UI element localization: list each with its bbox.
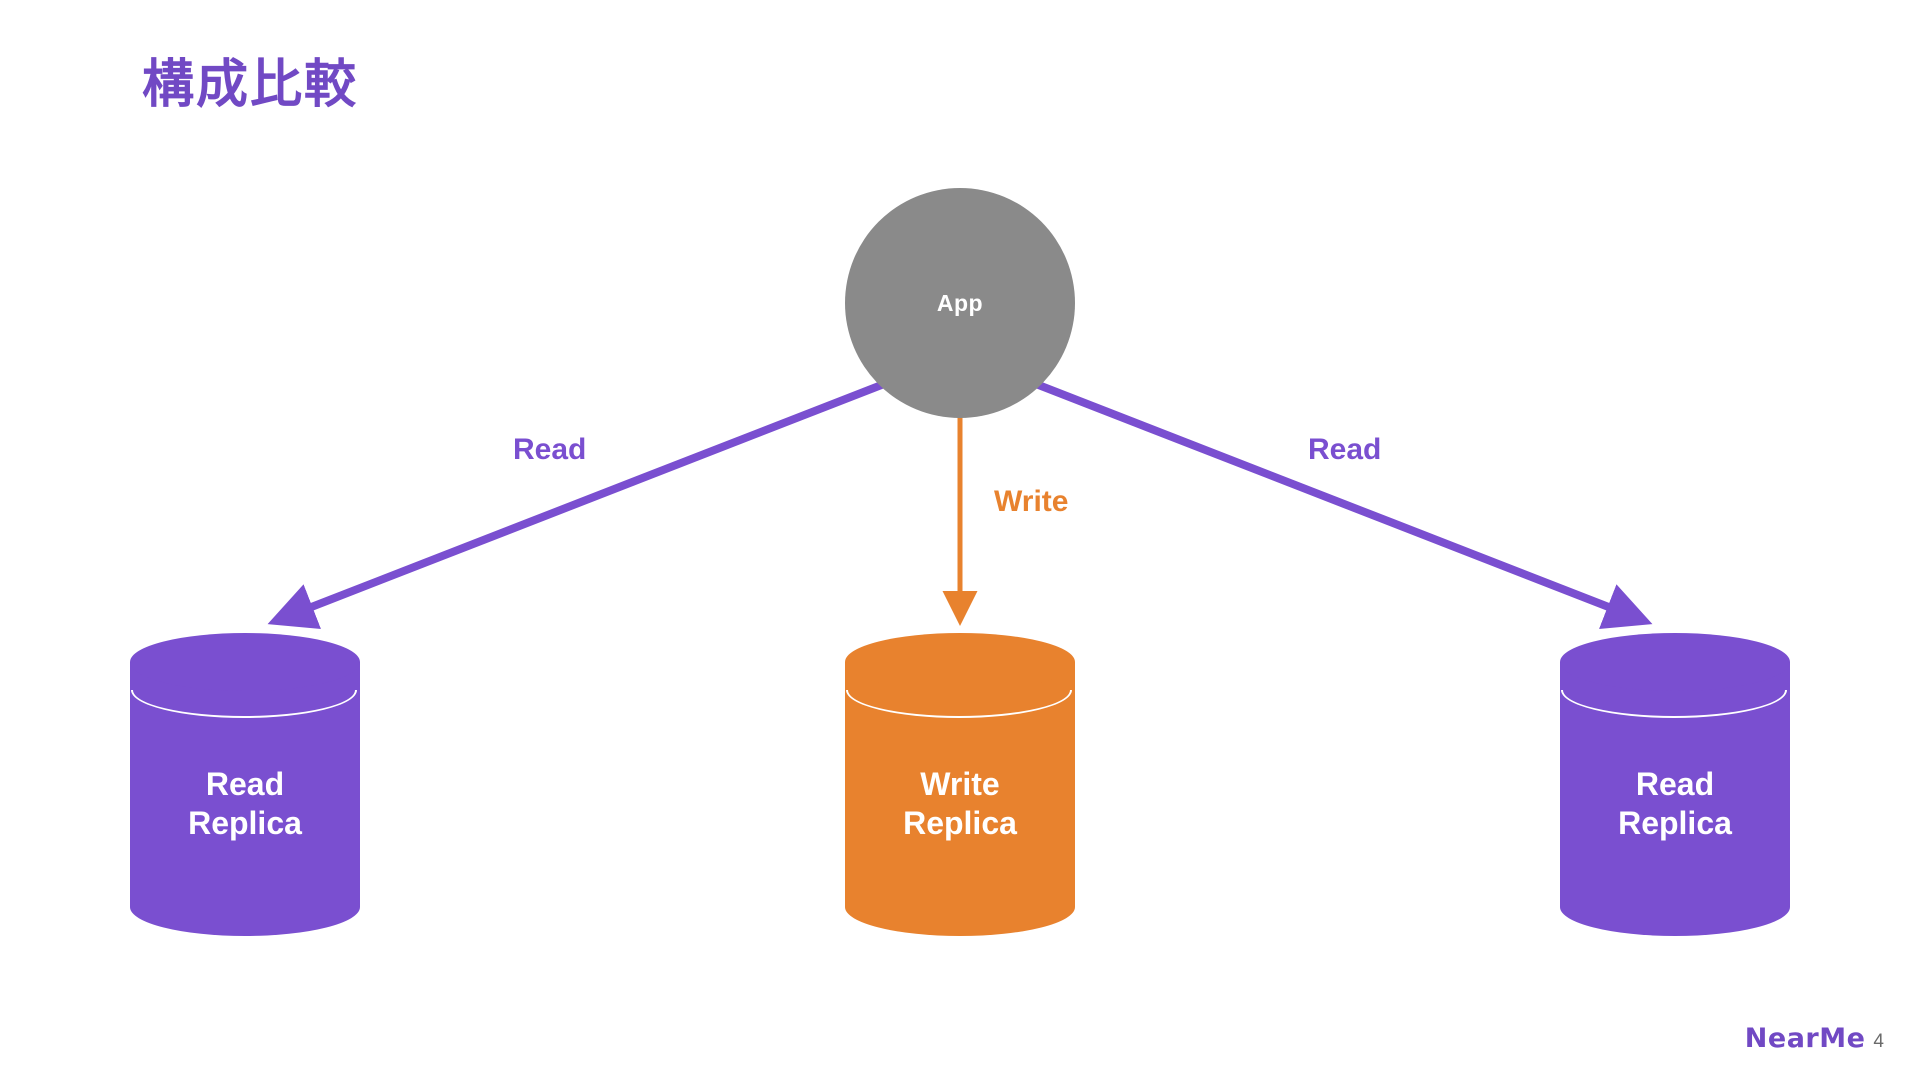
- nearme-logo: NearMe: [1744, 1023, 1866, 1054]
- node-label: Read Replica: [1560, 633, 1790, 965]
- cylinder-top-ellipse: [1560, 633, 1790, 691]
- node-write-replica[interactable]: Write Replica: [845, 633, 1075, 965]
- node-label-line2: Replica: [903, 805, 1017, 841]
- node-app[interactable]: App: [845, 188, 1075, 418]
- footer-brand: NearMe 4: [1745, 1023, 1884, 1054]
- edge-label-read-left: Read: [513, 433, 587, 466]
- node-label: Read Replica: [130, 633, 360, 965]
- edge-line-read-right: [1034, 380, 1653, 630]
- cylinder-top-ellipse: [845, 633, 1075, 691]
- node-label-line2: Replica: [1618, 805, 1732, 841]
- edge-label-write: Write: [994, 485, 1069, 518]
- page-title: 構成比較: [142, 56, 359, 114]
- edge-line-read-left: [267, 380, 886, 630]
- node-label-line1: Write: [920, 765, 1000, 802]
- node-label: Write Replica: [845, 633, 1075, 965]
- node-read-replica-left[interactable]: Read Replica: [130, 633, 360, 965]
- edge-label-read-right: Read: [1308, 433, 1382, 466]
- node-label-line2: Replica: [188, 805, 302, 841]
- node-app-label: App: [936, 289, 984, 316]
- node-label-line1: Read: [205, 765, 285, 802]
- node-label-line1: Read: [1635, 765, 1715, 802]
- page-number: 4: [1873, 1031, 1884, 1052]
- node-read-replica-right[interactable]: Read Replica: [1560, 633, 1790, 965]
- cylinder-top-ellipse: [130, 633, 360, 691]
